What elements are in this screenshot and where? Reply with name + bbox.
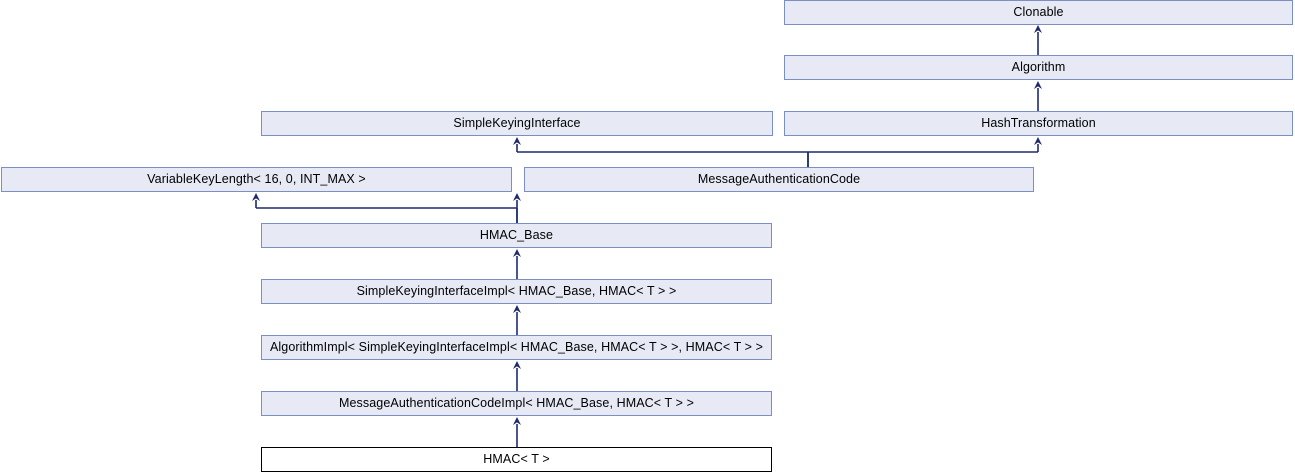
class-node-macimpl[interactable]: MessageAuthenticationCodeImpl< HMAC_Base… <box>261 391 772 416</box>
class-node-mac[interactable]: MessageAuthenticationCode <box>524 167 1034 192</box>
class-node-clonable[interactable]: Clonable <box>784 0 1293 25</box>
class-node-algorithm[interactable]: Algorithm <box>784 55 1293 80</box>
class-node-hmacbase[interactable]: HMAC_Base <box>261 223 772 248</box>
class-node-skiimpl[interactable]: SimpleKeyingInterfaceImpl< HMAC_Base, HM… <box>261 279 772 304</box>
class-node-varkeylength[interactable]: VariableKeyLength< 16, 0, INT_MAX > <box>1 167 512 192</box>
class-node-hmact[interactable]: HMAC< T > <box>261 447 772 472</box>
class-node-hashtransform[interactable]: HashTransformation <box>784 111 1293 136</box>
class-node-simplekeying[interactable]: SimpleKeyingInterface <box>261 111 773 136</box>
class-node-algimpl[interactable]: AlgorithmImpl< SimpleKeyingInterfaceImpl… <box>261 335 772 360</box>
